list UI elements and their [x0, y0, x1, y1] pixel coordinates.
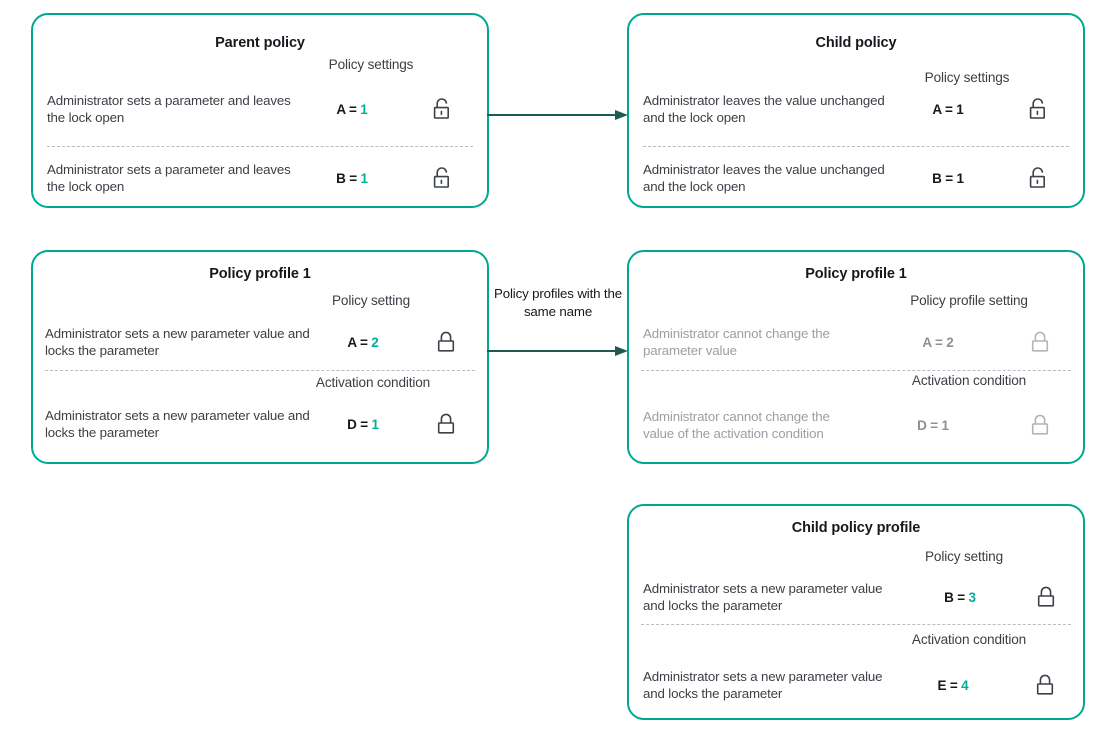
policy-profile-left-title: Policy profile 1	[209, 266, 311, 282]
table-row: Administrator cannot change the value of…	[629, 394, 1083, 456]
box-parent-policy: Parent policy Policy settings Administra…	[31, 13, 489, 208]
child-policy-title: Child policy	[815, 35, 897, 51]
row-param: D =	[917, 417, 938, 433]
row-value: B = 3	[905, 590, 1015, 605]
row-param: A =	[347, 334, 368, 350]
child-policy-profile-column-header-2: Activation condition	[911, 632, 1027, 647]
lock-closed-icon	[413, 330, 479, 354]
row-value: A = 2	[873, 335, 1003, 350]
row-param: A =	[932, 101, 953, 117]
policy-profile-right-column-header-2: Activation condition	[911, 373, 1027, 388]
lock-closed-icon	[1003, 413, 1077, 437]
table-row: Administrator cannot change the paramete…	[629, 320, 1083, 364]
lock-closed-icon	[1015, 585, 1077, 609]
box-policy-profile-right: Policy profile 1 Policy profile setting …	[627, 250, 1085, 464]
row-param: B =	[336, 170, 357, 186]
row-description: Administrator sets a parameter and leave…	[47, 93, 291, 125]
table-row: Administrator sets a new parameter value…	[33, 402, 487, 446]
arrow-profile-to-profile	[487, 344, 629, 358]
row-number: 1	[360, 101, 368, 117]
policy-profile-right-title: Policy profile 1	[805, 266, 907, 282]
parent-policy-title: Parent policy	[215, 35, 305, 51]
row-value: A = 1	[893, 102, 1003, 117]
box-policy-profile-left: Policy profile 1 Policy setting Administ…	[31, 250, 489, 464]
table-row: Administrator sets a new parameter value…	[33, 320, 487, 364]
row-description: Administrator cannot change the paramete…	[643, 326, 830, 358]
table-row: Administrator sets a new parameter value…	[629, 575, 1083, 619]
table-row: Administrator sets a new parameter value…	[629, 654, 1083, 716]
row-param: E =	[937, 677, 958, 693]
row-param: B =	[944, 589, 965, 605]
row-description: Administrator sets a new parameter value…	[45, 408, 310, 440]
parent-policy-column-header-1: Policy settings	[328, 57, 414, 72]
lock-open-icon	[407, 166, 477, 190]
child-policy-profile-title: Child policy profile	[791, 520, 921, 536]
row-number: 1	[941, 417, 950, 433]
row-number: 2	[371, 334, 379, 350]
row-description: Administrator leaves the value unchanged…	[643, 93, 885, 125]
row-number: 1	[360, 170, 369, 186]
table-row: Administrator sets a parameter and leave…	[33, 156, 487, 200]
row-value: E = 4	[893, 678, 1013, 693]
row-description: Administrator sets a new parameter value…	[45, 326, 310, 358]
row-value: D = 1	[313, 417, 413, 432]
row-number: 2	[946, 334, 954, 350]
row-number: 1	[956, 101, 964, 117]
row-description: Administrator leaves the value unchanged…	[643, 162, 885, 194]
row-description: Administrator sets a new parameter value…	[643, 581, 883, 613]
row-number: 3	[968, 589, 977, 605]
policy-profile-left-column-header-1: Policy setting	[332, 293, 410, 308]
row-description: Administrator sets a parameter and leave…	[47, 162, 291, 194]
row-param: B =	[932, 170, 953, 186]
box-child-policy-profile: Child policy profile Policy setting Admi…	[627, 504, 1085, 720]
row-divider	[643, 146, 1069, 147]
lock-closed-icon	[1003, 330, 1077, 354]
row-value: A = 2	[313, 335, 413, 350]
row-number: 1	[956, 170, 965, 186]
row-param: A =	[336, 101, 357, 117]
table-row: Administrator leaves the value unchanged…	[629, 87, 1083, 131]
row-value: A = 1	[297, 102, 407, 117]
table-row: Administrator leaves the value unchanged…	[629, 156, 1083, 200]
row-value: D = 1	[863, 418, 1003, 433]
lock-closed-icon	[413, 412, 479, 436]
row-description: Administrator cannot change the value of…	[643, 409, 830, 441]
row-divider	[47, 146, 473, 147]
row-value: B = 1	[893, 171, 1003, 186]
policy-profile-left-column-header-2: Activation condition	[315, 375, 431, 390]
arrow-middle-label: Policy profiles with the same name	[494, 286, 622, 319]
lock-closed-icon	[1013, 673, 1077, 697]
arrow-parent-to-child	[487, 108, 629, 122]
row-number: 4	[961, 677, 969, 693]
row-description: Administrator sets a new parameter value…	[643, 669, 883, 701]
lock-open-icon	[407, 97, 477, 121]
box-child-policy: Child policy Policy settings Administrat…	[627, 13, 1085, 208]
row-number: 1	[371, 416, 380, 432]
lock-open-icon	[1003, 97, 1073, 121]
policy-profile-right-column-header-1: Policy profile setting	[910, 293, 1028, 308]
table-row: Administrator sets a parameter and leave…	[33, 87, 487, 131]
row-divider	[641, 370, 1071, 371]
child-policy-profile-column-header-1: Policy setting	[925, 549, 1003, 564]
row-divider	[641, 624, 1071, 625]
lock-open-icon	[1003, 166, 1073, 190]
child-policy-column-header-1: Policy settings	[924, 70, 1010, 85]
row-param: A =	[922, 334, 943, 350]
row-divider	[45, 370, 475, 371]
row-value: B = 1	[297, 171, 407, 186]
row-param: D =	[347, 416, 368, 432]
